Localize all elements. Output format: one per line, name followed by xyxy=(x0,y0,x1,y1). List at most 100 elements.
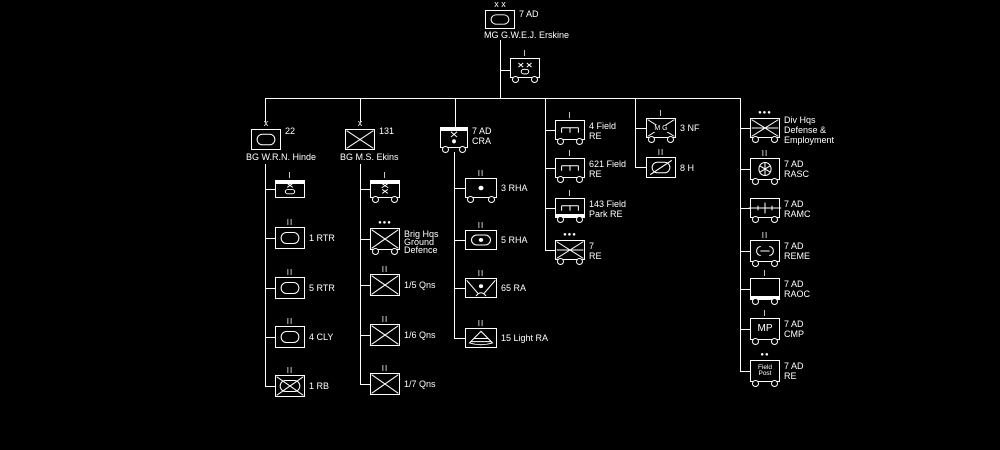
wheel-icon xyxy=(752,298,759,305)
unit-label: REME xyxy=(784,251,811,261)
symbol-inner-text: MP xyxy=(751,319,779,339)
wheel-icon xyxy=(512,76,519,83)
wheel-icon xyxy=(771,216,778,223)
unit-131-brigade-hq: I xyxy=(370,172,400,203)
connector-line xyxy=(360,98,361,122)
infantry-symbol-icon xyxy=(370,274,400,296)
connector-line xyxy=(740,289,750,290)
unit-label: 22 xyxy=(285,126,296,136)
unit-label: 4 Field xyxy=(589,121,617,131)
connector-line xyxy=(265,386,275,387)
unit-size-indicator: I xyxy=(523,49,527,58)
wheel-icon xyxy=(752,216,759,223)
ordnance-symbol-icon xyxy=(750,278,780,300)
infantry-symbol-icon xyxy=(370,373,400,395)
unit-size-indicator: I xyxy=(568,111,572,120)
infantry-symbol-icon xyxy=(370,228,400,250)
symbol-inner-text: M G xyxy=(647,119,675,137)
unit-label: Defence xyxy=(404,245,438,255)
wheel-icon xyxy=(771,260,778,267)
connector-line xyxy=(545,208,555,209)
wheel-icon xyxy=(752,136,759,143)
unit-label: 143 Field xyxy=(589,199,627,209)
unit-22-brigade-hq: I xyxy=(275,172,305,198)
connector-line xyxy=(455,98,456,127)
connector-line xyxy=(265,238,275,239)
unit-label: Ground xyxy=(404,237,435,247)
hq-bar xyxy=(441,128,467,131)
unit-label: 3 RHA xyxy=(501,183,528,193)
connector-line xyxy=(360,384,370,385)
unit-size-indicator: x xyxy=(357,118,363,128)
unit-size-indicator: I xyxy=(383,171,387,180)
unit-label: Div Hqs xyxy=(784,115,816,125)
wheel-icon xyxy=(752,380,759,387)
unit-22-armoured-brigade: x 22 BG W.R.N. Hinde xyxy=(246,119,316,163)
unit-label: 7 AD xyxy=(784,361,804,371)
commander-name: BG M.S. Ekins xyxy=(340,152,399,162)
unit-label: 4 CLY xyxy=(309,332,334,342)
wheel-icon xyxy=(576,138,583,145)
connector-line xyxy=(454,152,455,338)
hq-bar xyxy=(276,181,304,184)
anti-tank-symbol-icon xyxy=(465,278,497,298)
hq-bar xyxy=(751,296,779,299)
division-hq-vehicle-symbol-icon xyxy=(510,58,540,78)
unit-label: RASC xyxy=(784,169,810,179)
unit-size-indicator: ●● xyxy=(760,352,770,358)
unit-size-indicator: II xyxy=(286,268,294,277)
hq-armour-symbol-icon xyxy=(275,180,305,198)
connector-line xyxy=(545,250,555,251)
symbol-inner-text-line: Post xyxy=(757,370,773,378)
wheel-icon xyxy=(557,138,564,145)
connector-line xyxy=(360,335,370,336)
unit-size-indicator: II xyxy=(381,364,389,373)
connector-line xyxy=(740,251,750,252)
infantry-symbol-icon xyxy=(370,324,400,346)
medical-symbol-icon xyxy=(748,198,782,218)
wheel-icon xyxy=(557,216,564,223)
connector-line xyxy=(265,164,266,386)
unit-label: 7 AD xyxy=(519,9,539,19)
connector-line xyxy=(545,98,546,250)
commander-name: BG W.R.N. Hinde xyxy=(246,152,317,162)
unit-label: 7 AD xyxy=(472,126,492,136)
wheel-icon xyxy=(752,338,759,345)
unit-size-indicator: II xyxy=(761,149,769,158)
wheel-icon xyxy=(576,176,583,183)
connector-line xyxy=(454,240,465,241)
unit-label: 7 AD xyxy=(784,159,804,169)
wheel-icon xyxy=(576,216,583,223)
hq-bar xyxy=(556,214,584,217)
wheel-icon xyxy=(531,76,538,83)
wheel-icon xyxy=(752,260,759,267)
unit-label: RE xyxy=(589,251,602,261)
connector-line xyxy=(545,130,555,131)
unit-label: 5 RHA xyxy=(501,235,528,245)
connector-line xyxy=(360,285,370,286)
connector-line xyxy=(740,169,750,170)
connector-line xyxy=(545,168,555,169)
unit-size-indicator: I xyxy=(568,149,572,158)
unit-label: 7 xyxy=(589,241,595,251)
unit-size-indicator: II xyxy=(286,317,294,326)
crossed-box-support-symbol-icon xyxy=(555,240,585,260)
unit-div-hq: I xyxy=(510,50,540,83)
unit-label: 1/6 Qns xyxy=(404,330,436,340)
unit-size-indicator: ●●● xyxy=(563,232,577,238)
unit-size-indicator: x xyxy=(263,118,269,128)
